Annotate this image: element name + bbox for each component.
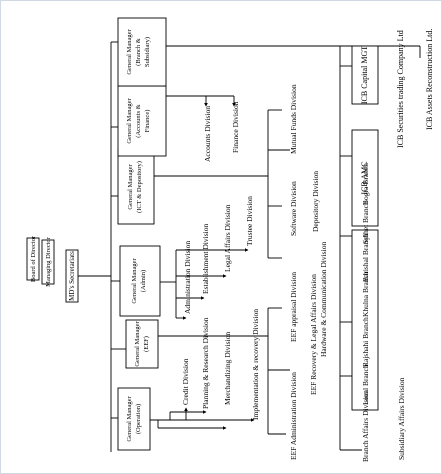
- credit-division: Credit Division: [181, 358, 190, 405]
- hardware-division: Hardware & Communication Division: [319, 242, 328, 357]
- khulna-branch: Khulna Branch: [361, 271, 370, 317]
- gm-operation-title: General Manager: [126, 396, 133, 442]
- finance-division: Finance Division: [231, 101, 240, 153]
- gm-accounts-title: General Manager: [126, 98, 133, 144]
- gm-branch-dept-2: Subsidiary): [144, 37, 151, 67]
- bogra-branch: Bogra Branch: [361, 163, 370, 205]
- gm-ict-title: General Manager: [127, 164, 134, 210]
- board-label: Board of Director: [30, 235, 37, 282]
- icb-assets-reconstruction: ICB Assets Reconstruction Ltd.: [425, 29, 434, 130]
- managing-box: [41, 239, 55, 285]
- gm-accounts-dept-1: (Accounts &: [135, 104, 142, 137]
- boxes: [26, 17, 379, 451]
- depository-division: Depository Division: [311, 171, 320, 232]
- eef-administration-division: EEF Administration Division: [289, 372, 298, 460]
- subsidiary-capital-box: [351, 45, 379, 105]
- administration-division: Administration Division: [183, 241, 192, 314]
- planning-division: Planning & Research Division: [201, 317, 210, 409]
- subsidiary-affairs-division: Subsidiary Affairs Division: [397, 377, 406, 460]
- legal-affairs-division: Legal Affairs Division: [223, 204, 232, 272]
- gm-accounts-box: [117, 85, 167, 157]
- merchandizing-division: Merchandizing Division: [223, 332, 232, 405]
- barishal-branch: Barishal Branch: [361, 233, 370, 282]
- connectors: [78, 41, 421, 452]
- mutual-funds-division: Mutual Funds Division: [289, 84, 298, 154]
- gm-eef-dept: (EEF): [143, 336, 150, 352]
- implementation-division: Implementation & recovery Division: [251, 309, 260, 420]
- gm-branch-title: General Manager: [126, 29, 133, 75]
- icb-securities: ICB Securities trading Company Ltd: [396, 30, 405, 148]
- gm-operation-dept: (Operation): [135, 404, 142, 434]
- managing-label: Managing Director: [45, 236, 52, 286]
- board-box: [26, 237, 40, 281]
- eef-recovery-division: EEF Recovery & Legal Affairs Division: [309, 274, 318, 395]
- gm-accounts-dept-2: Finance): [144, 110, 151, 133]
- gm-branch-dept-1: (Branch &: [135, 38, 142, 66]
- gm-admin-dept: (Admin): [140, 270, 147, 292]
- labels: Board of Director Managing Director MD's…: [30, 29, 434, 462]
- trustee-division: Trustee Division: [245, 196, 254, 246]
- eef-appraisal-division: EEF appraisal Division: [289, 272, 298, 342]
- gm-branch-box: [117, 17, 167, 87]
- local-branch: Local Branch: [361, 364, 370, 405]
- gm-ict-box: [117, 149, 155, 225]
- secretariat-label: MD's Secretariats: [68, 251, 76, 301]
- icb-capital-mgt: ICB Capital MGT: [360, 46, 369, 104]
- establishment-division: Establishment Division: [201, 224, 210, 294]
- subsidiary-amc-box: [351, 129, 379, 227]
- gm-admin-box: [119, 245, 161, 317]
- sylhet-branch: Sylhet Branch: [361, 201, 370, 244]
- icb-amc: ICB AMC: [360, 161, 369, 194]
- software-division: Software Division: [289, 181, 298, 236]
- gm-admin-title: General Manager: [131, 258, 138, 304]
- gm-operation-box: [117, 387, 151, 451]
- rajshahi-branch: Rajshahi Branch: [361, 317, 370, 367]
- gm-ict-dept: (ICT & Depository): [136, 161, 143, 213]
- accounts-division: Accounts Division: [203, 106, 212, 162]
- branch-affairs-division: Branch Affairs Division: [361, 390, 370, 462]
- gm-eef-box: [125, 319, 159, 369]
- secretariat-box: [65, 249, 79, 303]
- gm-eef-title: General Manager: [134, 321, 141, 367]
- branches-box: [351, 229, 379, 411]
